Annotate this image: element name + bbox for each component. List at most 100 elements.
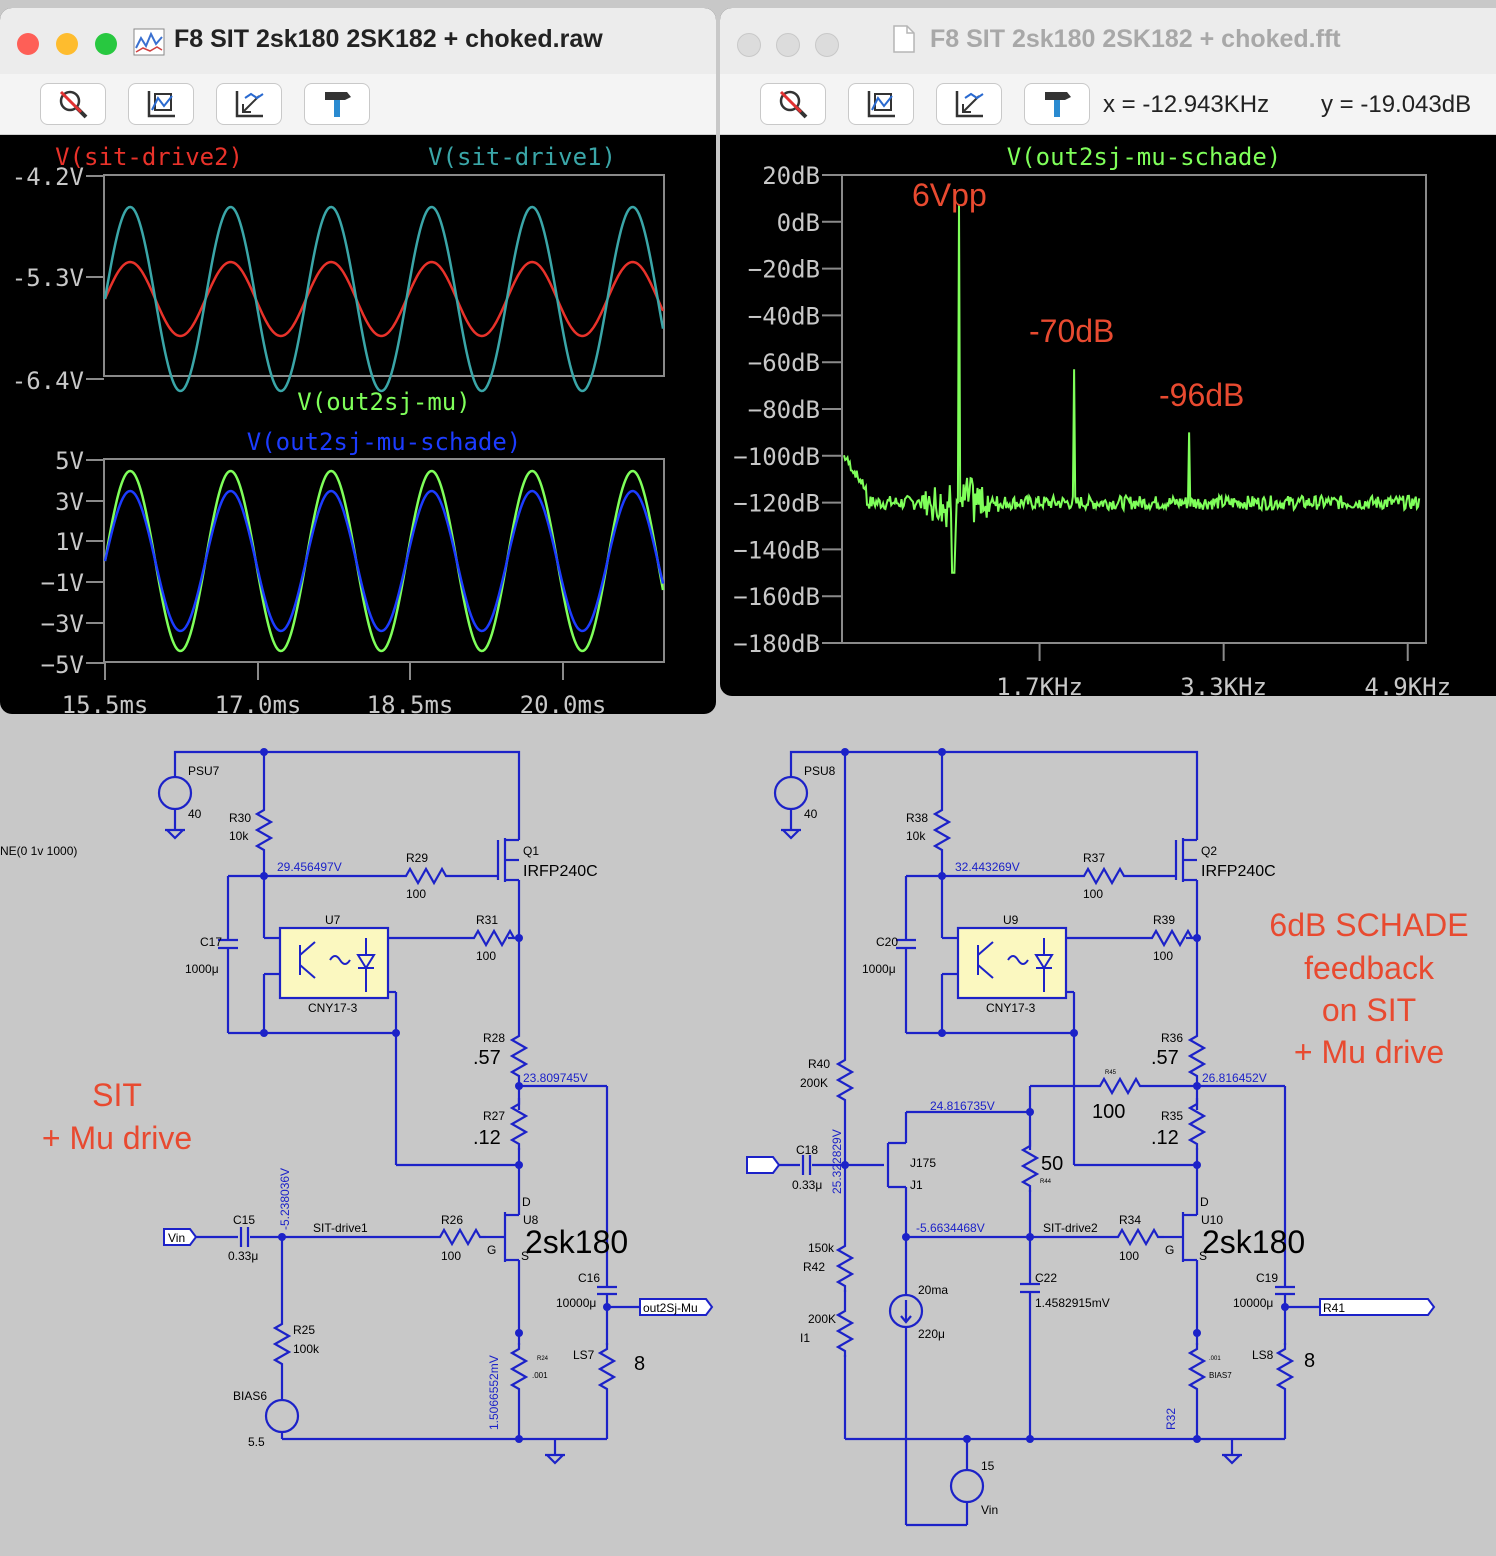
component-label: .57 — [473, 1047, 501, 1069]
trace-label-out2sj-mu[interactable]: V(out2sj-mu) — [297, 388, 470, 416]
zoom-button[interactable] — [95, 33, 117, 55]
y-tick-label: −5V — [41, 651, 84, 679]
sit-drive1-trace[interactable] — [103, 205, 665, 393]
close-button[interactable] — [737, 33, 761, 57]
fft-plot-area[interactable]: V(out2sj-mu-schade) 20dB0dB−20dB−40dB−60… — [720, 135, 1496, 696]
tools-button[interactable] — [1024, 83, 1090, 125]
annotation-minus96db: -96dB — [1159, 377, 1244, 413]
zoom-cancel-button[interactable] — [760, 83, 826, 125]
svg-text:Vin: Vin — [168, 1231, 185, 1245]
annotation-text: feedback — [1304, 950, 1435, 986]
sit-drive2-trace[interactable] — [103, 260, 665, 338]
component-label: 1.4582915mV — [1035, 1296, 1110, 1310]
component-label: 220μ — [918, 1327, 945, 1341]
y-tick-label: −20dB — [748, 256, 820, 284]
component-label: C16 — [578, 1271, 600, 1285]
y-tick-label: −60dB — [748, 349, 820, 377]
component-label: 150k — [808, 1241, 835, 1255]
y-tick-label: −100dB — [733, 443, 820, 471]
raw-plot-area[interactable]: V(sit-drive2) V(sit-drive1) -4.2V -5.3V … — [0, 135, 716, 714]
component-label: J175 — [910, 1156, 936, 1170]
tools-button[interactable] — [304, 83, 370, 125]
autorange-icon — [147, 91, 175, 118]
component-label: PSU8 — [804, 764, 836, 778]
component-label: 40 — [188, 807, 202, 821]
title-bar[interactable]: F8 SIT 2sk180 2SK182 + choked.raw — [0, 8, 716, 75]
trace-label-sit-drive1[interactable]: V(sit-drive1) — [428, 143, 616, 171]
minimize-button[interactable] — [776, 33, 800, 57]
component-label: R37 — [1083, 851, 1105, 865]
y-tick-label: 20dB — [762, 162, 820, 190]
component-label: 100k — [293, 1342, 320, 1356]
y-tick-label: -5.3V — [12, 264, 84, 292]
component-label: Q1 — [523, 844, 539, 858]
trace-label-out2sj-mu-schade[interactable]: V(out2sj-mu-schade) — [247, 428, 522, 456]
minimize-button[interactable] — [56, 33, 78, 55]
component-label: U7 — [325, 913, 341, 927]
component-label: 32.443269V — [955, 860, 1020, 874]
component-label: BIAS6 — [233, 1389, 267, 1403]
component-label: 20ma — [918, 1283, 948, 1297]
component-label: 100 — [1092, 1101, 1125, 1123]
cursor-x-readout: x = -12.943KHz — [1103, 91, 1270, 118]
fft-window: F8 SIT 2sk180 2SK182 + choked.fft x = -1… — [720, 8, 1496, 696]
optocoupler-u7 — [278, 926, 390, 1000]
trace-label-sit-drive2[interactable]: V(sit-drive2) — [55, 143, 243, 171]
y-tick-label: −160dB — [733, 583, 820, 611]
zoom-button[interactable] — [815, 33, 839, 57]
autorange-button[interactable] — [128, 83, 194, 125]
vin-port-2[interactable] — [746, 1156, 781, 1174]
vin-port-1[interactable]: Vin — [163, 1228, 198, 1246]
annotation-text: + Mu drive — [42, 1120, 192, 1156]
component-label: 10000μ — [556, 1296, 596, 1310]
component-label: 50 — [1041, 1153, 1063, 1175]
component-label: 29.456497V — [277, 860, 342, 874]
annotation-minus70db: -70dB — [1029, 313, 1114, 349]
out2sj-mu-port[interactable]: out2Sj-Mu — [639, 1298, 714, 1316]
x-tick-label: 4.9KHz — [1364, 673, 1451, 696]
tools-hammer-icon — [325, 92, 351, 117]
close-button[interactable] — [17, 33, 39, 55]
component-label: -5.238036V — [278, 1168, 292, 1230]
title-bar[interactable]: F8 SIT 2sk180 2SK182 + choked.fft — [720, 8, 1496, 75]
component-label: C18 — [796, 1143, 818, 1157]
component-label: 0.33μ — [792, 1178, 822, 1192]
component-label: 10k — [906, 829, 926, 843]
zoom-back-button[interactable] — [936, 83, 1002, 125]
schematic-canvas[interactable]: Vin out2Sj-Mu — [0, 714, 1496, 1556]
component-label: CNY17-3 — [308, 1001, 358, 1015]
component-label: D — [1200, 1195, 1209, 1209]
svg-text:out2Sj-Mu: out2Sj-Mu — [643, 1301, 698, 1315]
component-label: 23.809745V — [523, 1071, 588, 1085]
component-label: R42 — [803, 1260, 825, 1274]
component-label: R24 — [537, 1356, 549, 1362]
autorange-button[interactable] — [848, 83, 914, 125]
component-label: J1 — [910, 1178, 923, 1192]
y-tick-label: -6.4V — [12, 367, 84, 395]
component-label: 100 — [441, 1249, 461, 1263]
annotation-text: SIT — [92, 1077, 142, 1113]
out2sj-mu-schade-port[interactable]: R41 — [1319, 1298, 1436, 1316]
zoom-cancel-button[interactable] — [40, 83, 106, 125]
component-label: R29 — [406, 851, 428, 865]
svg-text:R41: R41 — [1323, 1301, 1345, 1315]
circuit-2-schade-feedback: R41 — [746, 748, 1436, 1527]
trace-label-out2sj-mu-schade[interactable]: V(out2sj-mu-schade) — [1007, 143, 1282, 171]
component-label: R38 — [906, 811, 928, 825]
component-label: C19 — [1256, 1271, 1278, 1285]
component-label: SIT-drive2 — [1043, 1221, 1098, 1235]
component-label: 10k — [229, 829, 249, 843]
stray-label: NE(0 1v 1000) — [0, 844, 77, 858]
fft-trace[interactable] — [843, 205, 1421, 574]
component-label: R31 — [476, 913, 498, 927]
waveform-icon — [133, 28, 165, 61]
component-label: -5.6634468V — [916, 1221, 985, 1235]
out2sj-mu-trace[interactable] — [103, 469, 665, 653]
x-tick-label: 3.3KHz — [1180, 673, 1267, 696]
component-label: Vin — [981, 1503, 998, 1517]
annotation-text: + Mu drive — [1294, 1034, 1444, 1070]
component-label: R39 — [1153, 913, 1175, 927]
zoom-back-button[interactable] — [216, 83, 282, 125]
out2sj-mu-schade-trace[interactable] — [103, 489, 665, 633]
zoom-cancel-icon — [59, 90, 88, 119]
